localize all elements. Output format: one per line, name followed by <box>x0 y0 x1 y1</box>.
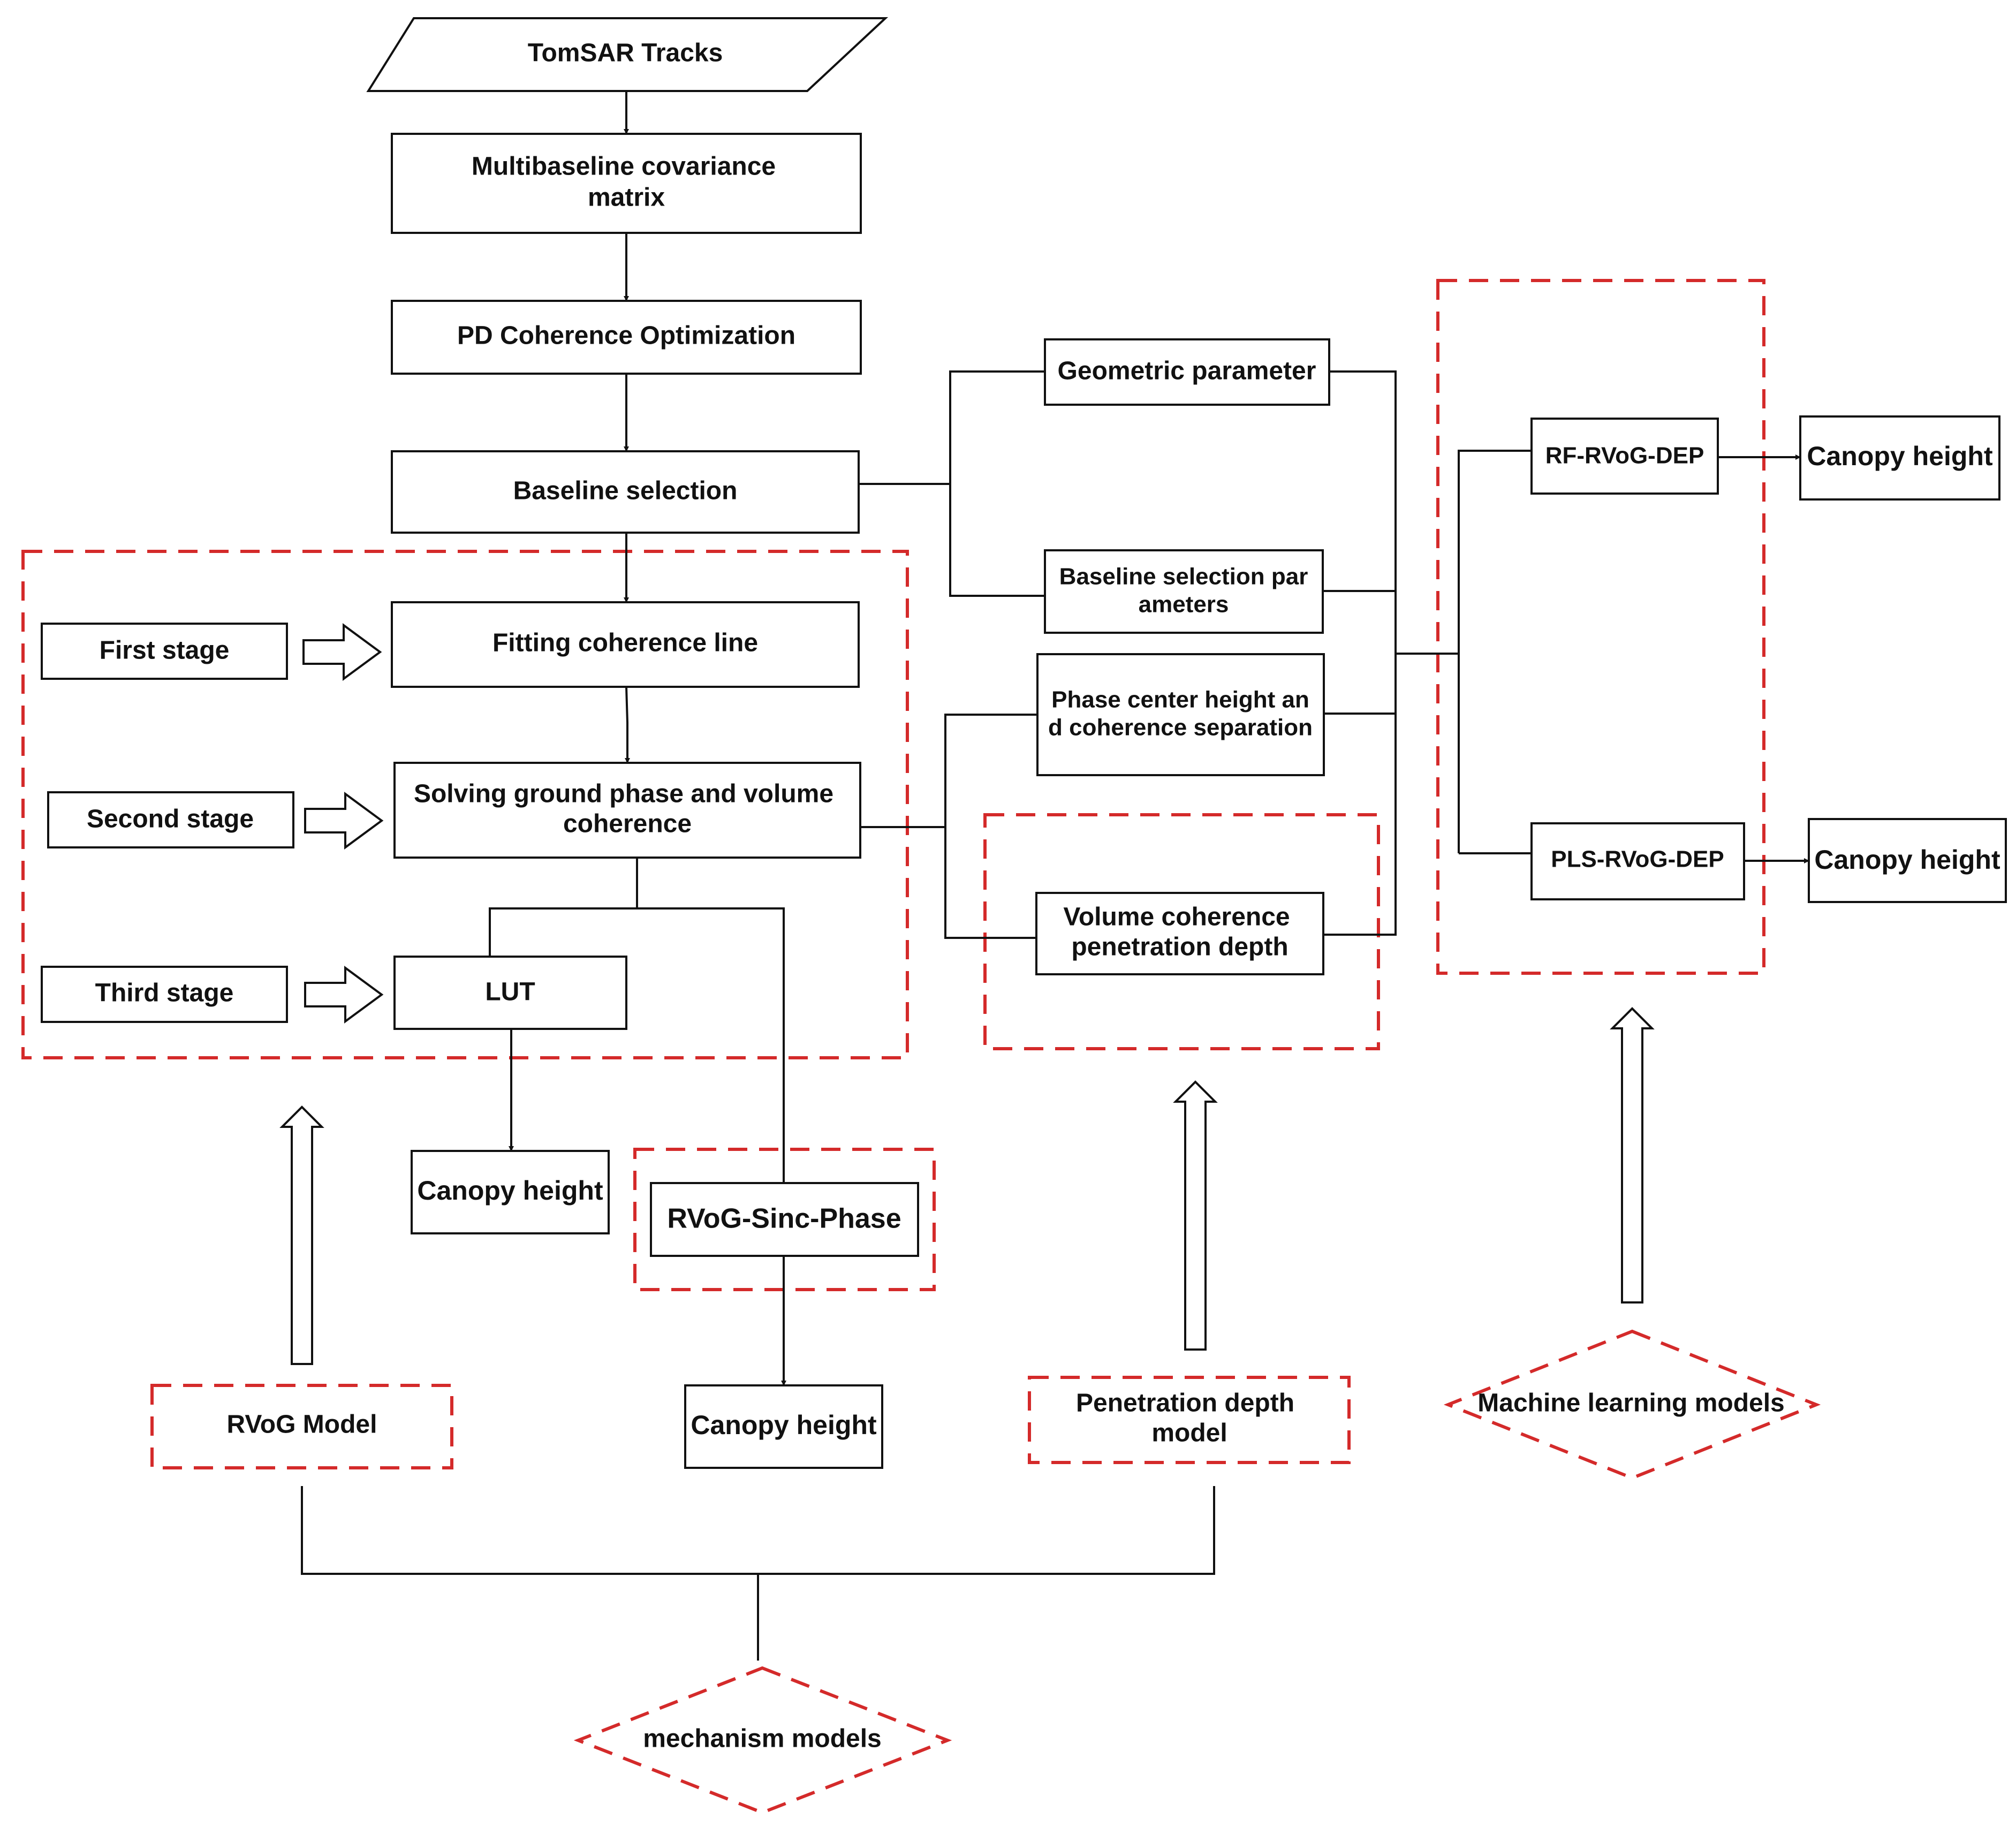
canopy-height-rf-label: Canopy height <box>1807 441 1993 471</box>
second-stage-box <box>47 791 294 848</box>
baseline-selection-label: Baseline selection <box>513 477 738 505</box>
penetration-depth-model-box <box>1028 1376 1351 1464</box>
lut-label: LUT <box>485 978 535 1006</box>
rf-rvog-dep-label: RF-RVoG-DEP <box>1545 443 1704 469</box>
connector-solving-split <box>489 858 638 957</box>
second-stage-arrow <box>304 792 384 850</box>
rvog-sinc-phase-box <box>650 1182 919 1257</box>
penetration-depth-model-label-2: model <box>1151 1419 1227 1448</box>
solving-ground-label-1: Solving ground phase and volume <box>414 780 833 808</box>
tomsar-tracks-label: TomSAR Tracks <box>528 39 723 67</box>
solving-ground-box <box>393 762 861 859</box>
baseline-selection-params-box <box>1044 549 1324 634</box>
phase-center-box <box>1036 653 1325 776</box>
canopy-height-lut-label: Canopy height <box>417 1176 603 1206</box>
rvog-model-label: RVoG Model <box>227 1411 377 1439</box>
phase-center-label-2: d coherence separation <box>1048 715 1313 741</box>
canopy-height-rf-box <box>1799 415 2000 501</box>
canopy-height-pls-box <box>1808 818 2007 903</box>
connector-baseline-to-selection-params <box>949 484 1045 597</box>
first-stage-arrow <box>302 623 382 681</box>
fitting-line-label: Fitting coherence line <box>492 629 758 657</box>
mechanism-models-label: mechanism models <box>643 1725 882 1753</box>
mechanism-models-diamond <box>573 1666 952 1815</box>
rvog-stages-group <box>21 550 909 1059</box>
machine-learning-models-label: Machine learning models <box>1477 1389 1784 1418</box>
connector-models-merge <box>301 1486 1215 1575</box>
first-stage-label: First stage <box>100 636 230 665</box>
baseline-selection-params-label-2: ameters <box>1139 592 1229 618</box>
machine-learning-group <box>1436 279 1765 975</box>
tomsar-tracks-input <box>366 17 889 92</box>
baseline-selection-params-label-1: Baseline selection par <box>1059 564 1308 590</box>
connector-solving-to-phase-center <box>860 714 1037 828</box>
coherence-optimization-label: PD Coherence Optimization <box>457 322 795 350</box>
connector-solving-to-penetration <box>944 827 1036 939</box>
penetration-depth-label-1: Volume coherence <box>1063 903 1290 931</box>
rvog-model-hollow-arrow <box>279 1105 324 1365</box>
penetration-model-hollow-arrow <box>1173 1080 1218 1351</box>
penetration-depth-model-label-1: Penetration depth <box>1076 1389 1294 1418</box>
connector-solving-to-sinc <box>637 907 785 1183</box>
third-stage-label: Third stage <box>95 979 234 1007</box>
first-stage-box <box>41 623 288 680</box>
canopy-height-sinc-box <box>684 1384 883 1469</box>
machine-learning-models-diamond <box>1443 1329 1821 1480</box>
bus-geometric <box>1323 370 1397 936</box>
rvog-sinc-phase-group <box>633 1148 936 1291</box>
phase-center-label-1: Phase center height an <box>1051 687 1309 713</box>
second-stage-label: Second stage <box>87 805 254 833</box>
pls-rvog-dep-box <box>1530 822 1745 900</box>
fitting-line-box <box>391 601 860 688</box>
canopy-height-lut-box <box>411 1150 610 1234</box>
pls-rvog-dep-label: PLS-RVoG-DEP <box>1551 846 1724 873</box>
penetration-depth-box <box>1035 892 1324 975</box>
arrow-fitting-to-solving <box>625 686 630 763</box>
canopy-height-pls-label: Canopy height <box>1814 845 2000 875</box>
covariance-matrix-label-1: Multibaseline covariance <box>472 153 776 181</box>
penetration-depth-label-2: penetration depth <box>1071 933 1288 961</box>
solving-ground-label-2: coherence <box>563 810 692 838</box>
third-stage-box <box>41 966 288 1023</box>
rvog-model-box <box>150 1384 453 1469</box>
connector-baseline-to-params <box>859 370 1044 485</box>
canopy-height-sinc-label: Canopy height <box>691 1410 877 1440</box>
penetration-depth-group <box>983 813 1380 1050</box>
geometric-parameter-label: Geometric parameter <box>1058 357 1316 385</box>
covariance-matrix-label-2: matrix <box>588 184 665 212</box>
lut-box <box>393 956 627 1030</box>
third-stage-arrow <box>304 966 384 1024</box>
connector-to-rf <box>1458 450 1532 853</box>
ml-model-hollow-arrow <box>1610 1007 1655 1303</box>
geometric-parameter-box <box>1044 338 1330 406</box>
rvog-sinc-phase-label: RVoG-Sinc-Phase <box>667 1203 901 1234</box>
